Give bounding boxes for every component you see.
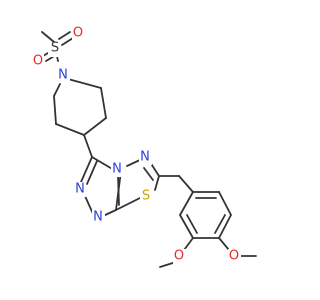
bond [58,31,71,40]
bond [83,117,107,136]
atom-label: N [75,182,85,197]
bond [61,37,74,46]
atom-label: O [174,249,184,264]
atom-label: N [140,150,150,165]
bond [218,214,232,239]
bond [179,191,194,216]
atom-label: S [142,189,150,204]
molecule-structure: S O O N N N N N S O O [32,26,257,268]
atom-label: N [58,68,68,83]
bond [67,78,102,89]
bond [91,156,115,171]
bond [41,31,55,43]
bond [218,191,232,216]
atom-labels: S O O N N N N N S O O [32,26,241,264]
bond [55,123,85,136]
atom-label: O [33,54,43,69]
bond [53,95,57,125]
bond [83,134,93,158]
atom-label: O [229,249,239,264]
atom-label: N [112,162,122,177]
bond [115,197,141,211]
bond [86,160,98,185]
bond [154,175,160,191]
bond [214,214,226,234]
bond [80,156,93,183]
atom-label: O [73,26,83,41]
bond [53,83,61,97]
bond [183,237,194,251]
bond [178,175,194,193]
atom-label: N [93,210,103,225]
bond [117,175,120,206]
bond [186,214,198,234]
molecule-canvas: S O O N N N N N S O O [32,26,257,268]
bond [179,214,194,239]
atom-label: S [51,41,59,56]
bond [143,167,154,181]
bond [102,209,117,217]
bond [218,237,230,251]
bond [100,87,107,119]
